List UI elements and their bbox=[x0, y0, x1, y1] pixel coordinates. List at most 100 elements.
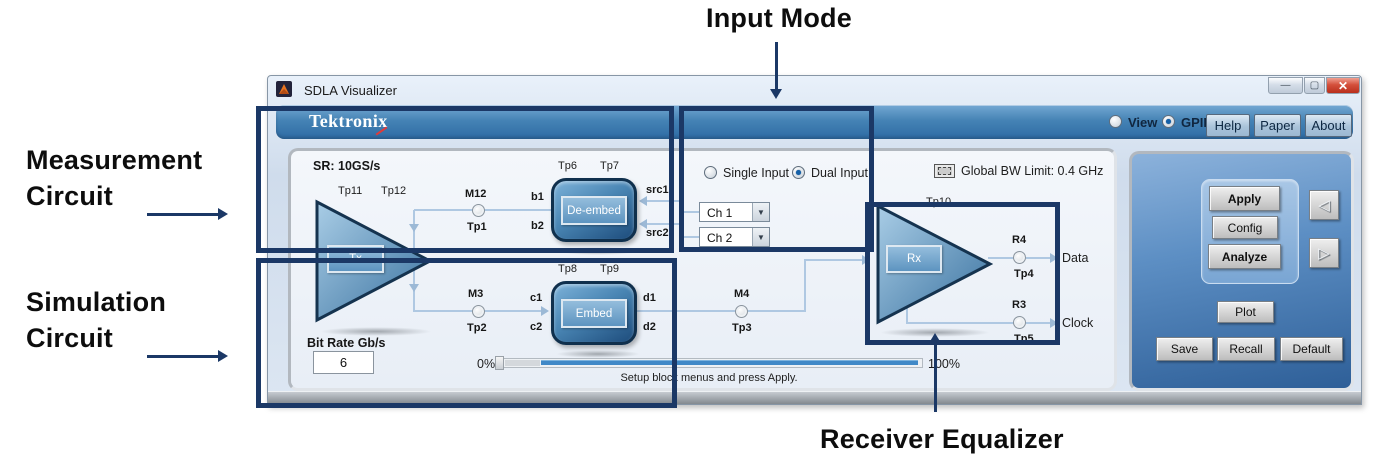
tp9-label: Tp9 bbox=[600, 263, 619, 275]
r4-label: R4 bbox=[1012, 234, 1027, 246]
close-icon: ✕ bbox=[1337, 78, 1349, 93]
analyze-button[interactable]: Analyze bbox=[1208, 244, 1281, 269]
m4-wire bbox=[637, 310, 805, 312]
sample-rate-label: SR: 10GS/s bbox=[313, 159, 381, 173]
embed-block-button[interactable]: Embed bbox=[561, 299, 627, 328]
maximize-icon: ▢ bbox=[1309, 80, 1320, 91]
simulation-arrow bbox=[147, 355, 219, 358]
arrow-up-icon bbox=[929, 333, 941, 343]
plot-button[interactable]: Plot bbox=[1217, 301, 1274, 323]
embed-shadow bbox=[556, 350, 640, 358]
paper-button[interactable]: Paper bbox=[1254, 114, 1301, 137]
dual-input-radio[interactable] bbox=[792, 166, 805, 179]
chevron-down-icon[interactable]: ▼ bbox=[752, 228, 769, 246]
global-bw-checkbox-icon[interactable] bbox=[934, 164, 955, 178]
tp2-label: Tp2 bbox=[467, 322, 487, 334]
deembed-block-button[interactable]: De-embed bbox=[561, 196, 627, 225]
tx-block-button[interactable]: Tx bbox=[327, 245, 384, 273]
clock-label: Clock bbox=[1062, 316, 1094, 330]
data-wire bbox=[988, 257, 1015, 259]
measurement-arrow bbox=[147, 213, 219, 216]
channel2-select[interactable]: Ch 2 ▼ bbox=[699, 227, 770, 247]
prev-button[interactable]: ◁ bbox=[1309, 190, 1339, 220]
tp4-label: Tp4 bbox=[1014, 268, 1034, 280]
bit-rate-input[interactable]: 6 bbox=[313, 351, 374, 374]
wire-arrow-right-icon bbox=[1050, 253, 1058, 263]
data-wire2 bbox=[1026, 257, 1052, 259]
wire-arrow-down-icon bbox=[409, 284, 419, 292]
ch2-wire bbox=[684, 236, 700, 238]
progress-slider-thumb[interactable] bbox=[495, 356, 504, 370]
single-input-radio[interactable] bbox=[704, 166, 717, 179]
arrow-right-icon bbox=[218, 350, 228, 362]
measurement-annotation: Measurement Circuit bbox=[26, 145, 203, 211]
tp7-label: Tp7 bbox=[600, 160, 619, 172]
rx-riser-wire bbox=[804, 260, 806, 312]
channel2-value: Ch 2 bbox=[707, 231, 733, 245]
src1-wire bbox=[645, 200, 679, 202]
src1-label: src1 bbox=[646, 184, 669, 196]
tektronix-header-bar: Tektronix View GPIB Help Paper About bbox=[276, 105, 1353, 139]
next-arrow-icon: ▷ bbox=[1318, 245, 1330, 262]
default-button[interactable]: Default bbox=[1280, 337, 1343, 361]
c1-label: c1 bbox=[530, 292, 543, 304]
recall-button[interactable]: Recall bbox=[1217, 337, 1275, 361]
wire-arrow-right-icon bbox=[541, 306, 549, 316]
receiver-equalizer-arrow bbox=[934, 342, 937, 412]
tp8-label: Tp8 bbox=[558, 263, 577, 275]
prev-arrow-icon: ◁ bbox=[1318, 197, 1330, 214]
window-bottom-edge bbox=[268, 391, 1361, 404]
b2-label: b2 bbox=[531, 220, 544, 232]
simulation-annotation: Simulation Circuit bbox=[26, 287, 167, 353]
config-button[interactable]: Config bbox=[1212, 216, 1278, 239]
gpib-radio-label: GPIB bbox=[1181, 115, 1213, 130]
arrow-right-icon bbox=[218, 208, 228, 220]
clock-wire bbox=[906, 322, 1015, 324]
maximize-button[interactable]: ▢ bbox=[1304, 77, 1325, 94]
chevron-down-icon[interactable]: ▼ bbox=[752, 203, 769, 221]
m12-label: M12 bbox=[465, 188, 487, 200]
wire-arrow-left-icon bbox=[639, 219, 647, 229]
progress-0-label: 0% bbox=[477, 357, 496, 371]
tp6-label: Tp6 bbox=[558, 160, 577, 172]
progress-100-label: 100% bbox=[928, 357, 960, 371]
r3-node bbox=[1013, 316, 1026, 329]
arrow-down-icon bbox=[770, 89, 782, 99]
ch1-wire bbox=[684, 211, 700, 213]
about-button[interactable]: About bbox=[1305, 114, 1352, 137]
gpib-radio[interactable] bbox=[1162, 115, 1175, 128]
receiver-equalizer-annotation: Receiver Equalizer bbox=[820, 424, 1064, 454]
matlab-icon bbox=[276, 81, 292, 97]
rx-input-wire bbox=[804, 259, 866, 261]
help-button[interactable]: Help bbox=[1206, 114, 1250, 137]
clock-wire2 bbox=[1026, 322, 1052, 324]
channel1-select[interactable]: Ch 1 ▼ bbox=[699, 202, 770, 222]
single-input-label: Single Input bbox=[723, 166, 790, 180]
progress-bar-fill bbox=[541, 360, 918, 365]
status-message: Setup block menus and press Apply. bbox=[620, 372, 798, 384]
src2-wire bbox=[645, 223, 679, 225]
next-button[interactable]: ▷ bbox=[1309, 238, 1339, 268]
wire-arrow-down-icon bbox=[409, 224, 419, 232]
apply-button[interactable]: Apply bbox=[1209, 186, 1280, 211]
r4-node bbox=[1013, 251, 1026, 264]
minimize-icon: — bbox=[1280, 80, 1291, 91]
clock-drop-wire bbox=[906, 303, 908, 324]
tp3-label: Tp3 bbox=[732, 322, 752, 334]
global-bw-label: Global BW Limit: 0.4 GHz bbox=[961, 164, 1104, 178]
wire-arrow-right-icon bbox=[862, 255, 870, 265]
m3-label: M3 bbox=[468, 288, 484, 300]
save-button[interactable]: Save bbox=[1156, 337, 1213, 361]
channel1-value: Ch 1 bbox=[707, 206, 733, 220]
tp10-label: Tp10 bbox=[926, 196, 952, 208]
minimize-button[interactable]: — bbox=[1268, 77, 1303, 94]
tp1-label: Tp1 bbox=[467, 221, 487, 233]
close-button[interactable]: ✕ bbox=[1326, 77, 1360, 94]
view-radio[interactable] bbox=[1109, 115, 1122, 128]
data-label: Data bbox=[1062, 251, 1089, 265]
wire-arrow-right-icon bbox=[1050, 318, 1058, 328]
d1-label: d1 bbox=[643, 292, 656, 304]
rx-shadow bbox=[880, 328, 990, 337]
bit-rate-label: Bit Rate Gb/s bbox=[307, 336, 386, 350]
rx-block-button[interactable]: Rx bbox=[886, 245, 942, 273]
